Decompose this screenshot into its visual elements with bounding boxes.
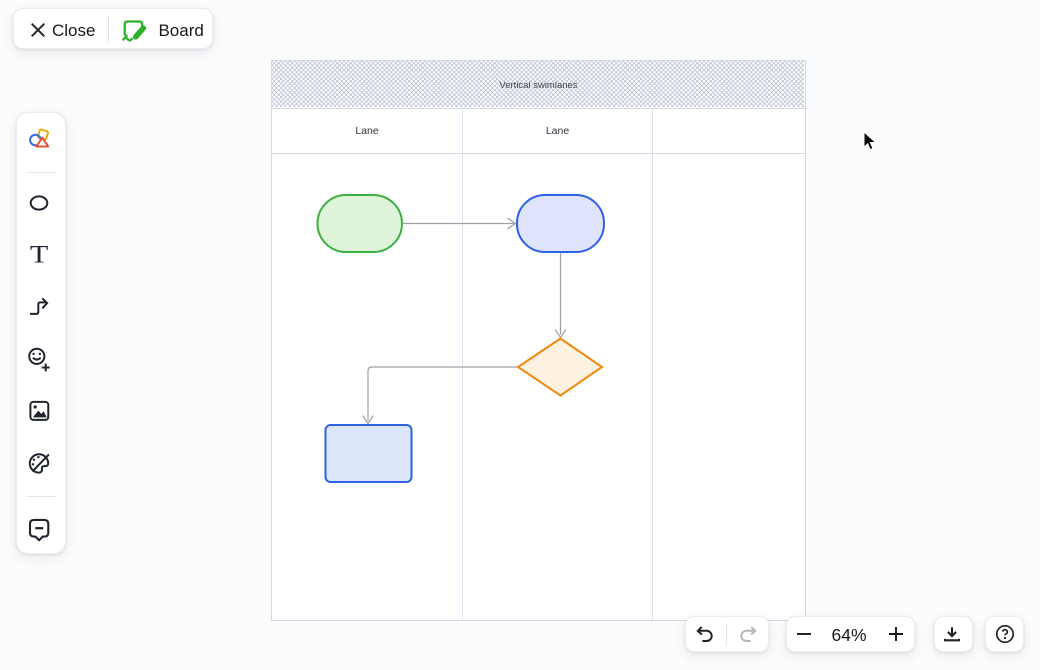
svg-text:T: T [30,241,48,267]
